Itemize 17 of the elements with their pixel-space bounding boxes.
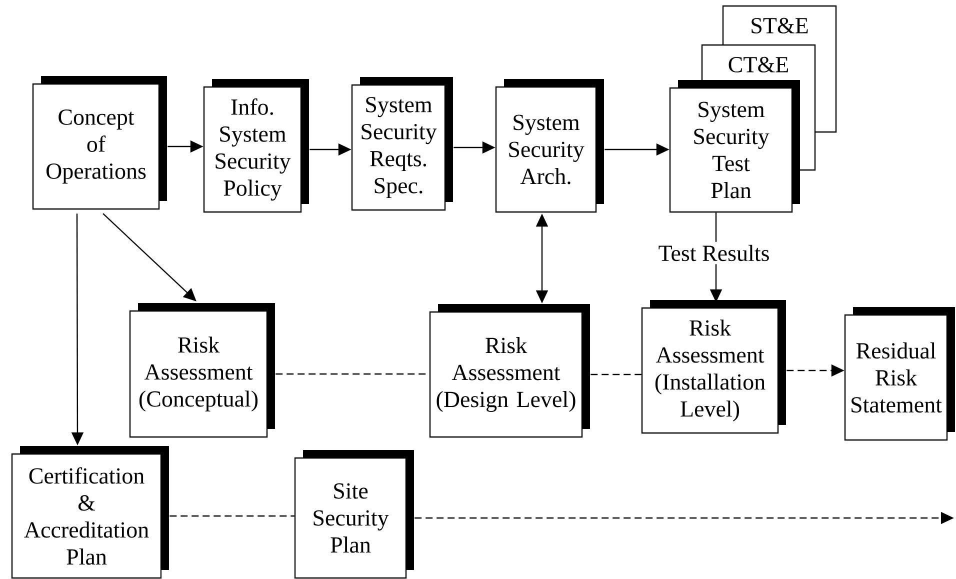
sheet-title: ST&E xyxy=(752,18,808,34)
process-box: Residual Risk Statement xyxy=(844,307,955,441)
process-box: Site Security Plan xyxy=(294,450,414,579)
process-box: Risk Assessment (Installation Level) xyxy=(641,300,786,434)
edge-label: Test Results xyxy=(655,242,773,264)
sheet-title: CT&E xyxy=(728,56,788,72)
process-box: Concept of Operations xyxy=(32,76,167,210)
process-box: System Security Test Plan xyxy=(669,80,800,213)
process-box: System Security Arch. xyxy=(495,79,604,213)
arrow xyxy=(102,213,196,302)
process-box: Risk Assessment (Design Level) xyxy=(429,304,590,438)
process-box: Info. System Security Policy xyxy=(203,79,309,213)
process-box: System Security Reqts. Spec. xyxy=(351,77,453,211)
dashed-line xyxy=(590,374,642,376)
process-box: Risk Assessment (Conceptual) xyxy=(129,303,275,438)
process-box: Certification & Accreditation Plan xyxy=(11,446,169,579)
dashed-line xyxy=(170,515,294,517)
